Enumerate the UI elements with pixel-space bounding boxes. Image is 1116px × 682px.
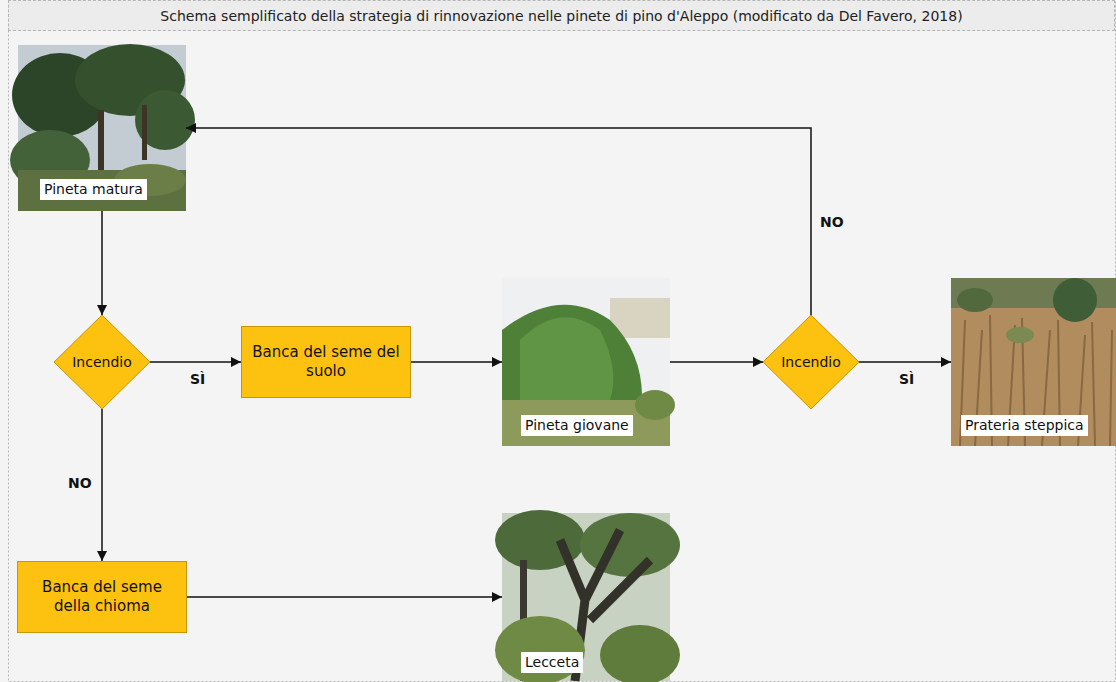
photo-label: Pineta giovane: [521, 415, 633, 436]
node-label: Incendio: [781, 354, 841, 370]
flow-arrow: [101, 211, 103, 315]
flow-arrow: [150, 361, 241, 363]
photo-undergrowth: [495, 616, 585, 682]
photo-shrub: [635, 390, 675, 420]
photo-node: Pineta giovane: [502, 278, 670, 446]
photo-label: Prateria steppica: [961, 415, 1088, 436]
node-label: Incendio: [72, 354, 132, 370]
holm-oak-photo: [495, 510, 680, 682]
diamond-outline: [54, 315, 150, 409]
photo-trunk: [142, 105, 147, 160]
title-bar: Schema semplificato della strategia di r…: [8, 0, 1115, 31]
photo-shrub: [957, 288, 993, 312]
steppe-grassland-photo: [951, 278, 1116, 446]
photo-grass-stems: [960, 315, 1112, 446]
flow-arrow: [411, 361, 502, 363]
photo-trunk: [98, 110, 104, 170]
photo-foliage: [580, 513, 680, 577]
node-label: Banca del seme della chioma: [28, 578, 176, 617]
photo-undergrowth: [600, 625, 680, 682]
flow-arrow: [186, 128, 811, 315]
photo-sky: [502, 278, 670, 446]
flow-arrow: [670, 361, 763, 363]
frame-outline: [9, 1, 1116, 682]
flow-arrow: [187, 596, 502, 598]
photo-node: Prateria steppica: [951, 278, 1116, 446]
process-box: Banca del seme del suolo: [241, 326, 411, 398]
photo-label: Lecceta: [521, 652, 583, 673]
node-label: Banca del seme del suolo: [252, 343, 400, 382]
photo-shrub: [1053, 278, 1097, 322]
flow-arrow: [859, 361, 951, 363]
young-pine-photo: [502, 278, 675, 446]
decision-diamond: Incendio: [763, 315, 859, 409]
photo-young-pine: [520, 317, 613, 400]
edge-label: NO: [818, 214, 846, 230]
edge-label: NO: [66, 475, 94, 491]
photo-node: Pineta matura: [18, 45, 186, 211]
edge-label: SÌ: [897, 371, 916, 387]
photo-node: Lecceta: [502, 513, 670, 681]
photo-shrub: [1006, 327, 1034, 343]
photo-label: Pineta matura: [40, 179, 147, 200]
photo-grass: [951, 278, 1116, 446]
diamond-outline: [763, 315, 859, 409]
edge-label: SÌ: [188, 371, 207, 387]
mature-pine-photo: [10, 44, 195, 211]
decision-diamond: Incendio: [54, 315, 150, 409]
flow-arrow: [101, 409, 103, 561]
diagram-title: Schema semplificato della strategia di r…: [160, 8, 962, 24]
process-box: Banca del seme della chioma: [17, 561, 187, 633]
